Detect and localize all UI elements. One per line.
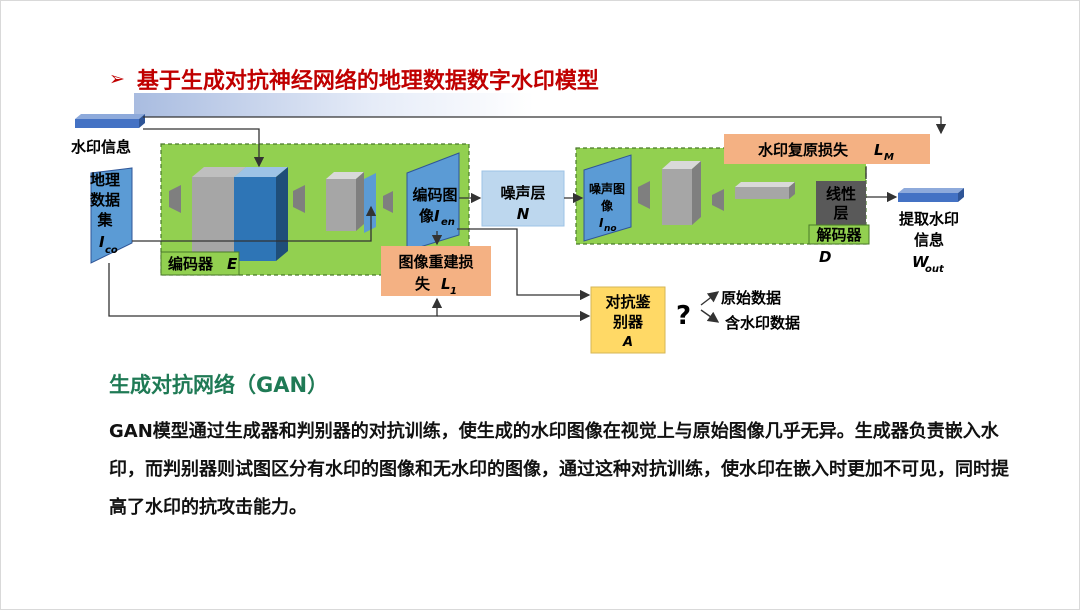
watermark-bar-top bbox=[75, 114, 145, 119]
watermark-input-bar bbox=[75, 119, 139, 128]
encoder-trapezoid-2 bbox=[293, 185, 305, 213]
noise-image-sub: no bbox=[604, 224, 617, 234]
decoder-label: 解码器 bbox=[816, 226, 862, 244]
recon-loss-sub: 1 bbox=[450, 286, 457, 297]
section-heading: 生成对抗网络（GAN） bbox=[109, 373, 329, 397]
encoder-trapezoid-1 bbox=[169, 185, 181, 213]
slide-title: 基于生成对抗神经网络的地理数据数字水印模型 bbox=[136, 69, 599, 94]
recon-loss-line-2: 失 bbox=[415, 275, 431, 293]
decoder-cube bbox=[662, 169, 692, 225]
decoder-trapezoid-1 bbox=[638, 181, 650, 209]
extract-sub: out bbox=[925, 264, 945, 275]
geo-data-line-3: 集 bbox=[96, 211, 113, 229]
geo-data-var: I bbox=[99, 233, 105, 251]
encoder-label: 编码器 bbox=[168, 255, 214, 273]
decoder-trapezoid-2 bbox=[712, 189, 724, 211]
recon-loss-var: L bbox=[441, 275, 451, 293]
noise-layer-label: 噪声层 bbox=[500, 184, 545, 202]
geo-data-sub: co bbox=[105, 245, 118, 256]
linear-layer-line-1: 线性 bbox=[826, 185, 856, 203]
extract-var: W bbox=[912, 253, 930, 271]
linear-layer-box bbox=[816, 181, 866, 227]
wm-recovery-loss-box bbox=[724, 134, 930, 164]
decoder-label-box bbox=[808, 224, 870, 245]
decoder-flat-bar bbox=[735, 187, 789, 199]
encoded-sub: en bbox=[441, 217, 455, 228]
encoder-cube-blue bbox=[234, 177, 276, 261]
discriminator-line-2: 别器 bbox=[612, 313, 644, 331]
encoder-cube-small bbox=[326, 179, 356, 231]
wm-recovery-sub: M bbox=[884, 152, 894, 163]
original-data-label: 原始数据 bbox=[721, 289, 781, 307]
encoded-var: I bbox=[434, 207, 440, 225]
discriminator-box bbox=[590, 286, 666, 354]
noise-image-block bbox=[583, 154, 632, 242]
title-underline-decoration bbox=[134, 93, 534, 117]
encoder-var: E bbox=[227, 255, 238, 273]
question-mark: ? bbox=[676, 301, 691, 331]
encoder-thin-slab bbox=[364, 173, 376, 233]
recon-loss-line-1: 图像重建损 bbox=[398, 253, 473, 271]
watermark-info-label: 水印信息 bbox=[71, 138, 131, 156]
gan-watermark-diagram: 水印信息 地理 数据 集 I co 编码图 像 I en 编码器 E 图像重建损 bbox=[71, 114, 964, 354]
noise-image-line-1: 噪声图 bbox=[589, 181, 625, 196]
geo-data-line-1: 地理 bbox=[90, 171, 120, 189]
decoder-var: D bbox=[819, 248, 831, 266]
encoded-image-line-1: 编码图 bbox=[412, 186, 457, 204]
discriminator-var: A bbox=[622, 335, 633, 350]
watermarked-data-label: 含水印数据 bbox=[725, 314, 800, 332]
linear-layer-line-2: 层 bbox=[833, 204, 848, 222]
geo-data-line-2: 数据 bbox=[90, 191, 120, 209]
wm-recovery-loss-label: 水印复原损失 bbox=[758, 141, 849, 159]
extract-wm-line-1: 提取水印 bbox=[899, 210, 959, 228]
encoder-trapezoid-3 bbox=[383, 191, 393, 213]
noise-layer-box bbox=[481, 170, 565, 227]
noise-image-var: I bbox=[599, 216, 604, 230]
extracted-watermark-bar bbox=[898, 193, 958, 202]
encoder-label-box bbox=[160, 251, 240, 276]
recon-loss-box bbox=[381, 246, 491, 296]
noise-layer-var: N bbox=[517, 205, 530, 223]
extract-wm-line-2: 信息 bbox=[914, 231, 944, 249]
title-row: ➢ 基于生成对抗神经网络的地理数据数字水印模型 bbox=[109, 63, 599, 95]
encoded-image-line-2: 像 bbox=[419, 207, 435, 225]
wm-recovery-var: L bbox=[874, 141, 884, 159]
encoder-cube-gray bbox=[192, 177, 234, 261]
section-paragraph: GAN模型通过生成器和判别器的对抗训练，使生成的水印图像在视觉上与原始图像几乎无… bbox=[109, 421, 1009, 518]
discriminator-line-1: 对抗鉴 bbox=[605, 293, 651, 311]
noise-image-line-2: 像 bbox=[601, 198, 614, 213]
encoded-image-block bbox=[406, 152, 460, 252]
arrow-bullet-icon: ➢ bbox=[109, 68, 125, 90]
geo-data-block bbox=[90, 167, 133, 264]
